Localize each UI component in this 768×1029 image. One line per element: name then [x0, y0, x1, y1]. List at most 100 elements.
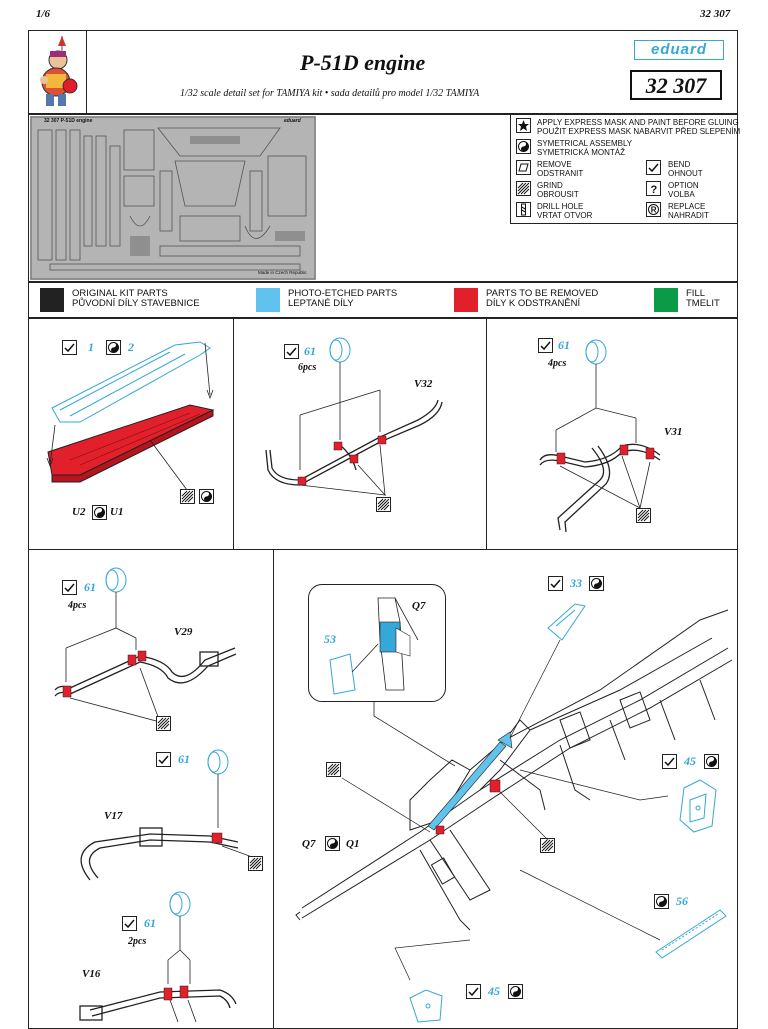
- step1-grind-icon: [180, 489, 195, 504]
- legend-remove-cz: ODSTRANIT: [537, 169, 584, 178]
- page-number: 1/6: [36, 8, 51, 20]
- legend-photo-etched-cz: LEPTANÉ DÍLY: [288, 298, 354, 309]
- step1-kit-u2: U2: [72, 506, 86, 518]
- step6-kit-v16: V16: [82, 968, 101, 980]
- step1-part-1: 1: [88, 340, 94, 354]
- option-icon: ?: [646, 181, 661, 196]
- step-left-column-frame: [28, 549, 274, 1029]
- swatch-fill: [654, 288, 678, 312]
- step-2-frame: [233, 318, 487, 550]
- legend-replace-cz: NAHRADIT: [668, 211, 709, 220]
- kit-number: 32 307: [630, 70, 722, 100]
- header-code: 32 307: [700, 8, 731, 20]
- step5-grind-icon: [248, 856, 263, 871]
- main-symmetry-icon-33: [589, 576, 604, 591]
- step5-part-61: 61: [178, 752, 190, 766]
- bend-icon: [646, 160, 661, 175]
- fret-made-in: Made in Czech Republic: [258, 270, 307, 275]
- step4-grind-icon: [156, 716, 171, 731]
- step2-kit-v32: V32: [414, 378, 433, 390]
- fret-brand: eduard: [284, 118, 301, 124]
- step1-symmetry-icon-c: [92, 505, 107, 520]
- legend-bend-en: BEND: [668, 160, 691, 169]
- title-frame: [28, 30, 738, 114]
- fret-top-label: 32 307 P-51D engine: [44, 118, 93, 124]
- fret-image: 32 307 P-51D engine eduard Made in Czech…: [30, 116, 316, 280]
- step1-kit-u1: U1: [110, 506, 124, 518]
- step1-symmetry-icon: [106, 340, 121, 355]
- main-part-45b: 45: [488, 984, 500, 998]
- legend-drill-cz: VRTAT OTVOR: [537, 211, 593, 220]
- svg-text:?: ?: [651, 184, 658, 195]
- step4-qty: 4pcs: [68, 600, 87, 611]
- legend-grind-en: GRIND: [537, 181, 563, 190]
- inset-part-53: 53: [324, 632, 336, 646]
- main-part-33: 33: [570, 576, 582, 590]
- main-bend-icon-45b: [466, 984, 481, 999]
- main-symmetry-icon-q: [325, 836, 340, 851]
- legend-replace-en: REPLACE: [668, 202, 706, 211]
- step6-qty: 2pcs: [128, 936, 147, 947]
- swatch-photo-etched: [256, 288, 280, 312]
- legend-drill-en: DRILL HOLE: [537, 202, 584, 211]
- step1-part-2: 2: [128, 340, 134, 354]
- legend-symmetry-en: SYMETRICAL ASSEMBLY: [537, 139, 633, 148]
- step6-bend-icon: [122, 916, 137, 931]
- step6-part-61: 61: [144, 916, 156, 930]
- legend-grind-cz: OBROUSIT: [537, 190, 579, 199]
- step3-bend-icon: [538, 338, 553, 353]
- page-title: P-51D engine: [300, 50, 426, 75]
- symbol-legend-box: [510, 114, 738, 224]
- step3-part-61: 61: [558, 338, 570, 352]
- main-grind-icon-a: [326, 762, 341, 777]
- legend-original-cz: PŮVODNÍ DÍLY STAVEBNICE: [72, 298, 200, 309]
- step4-bend-icon: [62, 580, 77, 595]
- main-bend-icon-33: [548, 576, 563, 591]
- legend-original-en: ORIGINAL KIT PARTS: [72, 288, 168, 299]
- step2-qty: 6pcs: [298, 362, 317, 373]
- main-symmetry-icon-56: [654, 894, 669, 909]
- step1-symmetry-icon-b: [199, 489, 214, 504]
- main-kit-q7: Q7: [302, 838, 316, 850]
- color-legend-frame: [28, 282, 738, 318]
- legend-option-en: OPTION: [668, 181, 699, 190]
- main-grind-icon-b: [540, 838, 555, 853]
- swatch-original: [40, 288, 64, 312]
- step2-bend-icon: [284, 344, 299, 359]
- step4-part-61: 61: [84, 580, 96, 594]
- main-symmetry-icon-45b: [508, 984, 523, 999]
- page-subtitle: 1/32 scale detail set for TAMIYA kit • s…: [180, 88, 480, 99]
- swatch-remove: [454, 288, 478, 312]
- title-divider: [86, 30, 87, 114]
- step3-qty: 4pcs: [548, 358, 567, 369]
- step1-bend-icon: [62, 340, 77, 355]
- legend-express-mask-en: APPLY EXPRESS MASK AND PAINT BEFORE GLUI…: [537, 118, 739, 127]
- brand-logo: eduard: [634, 40, 724, 60]
- step2-part-61: 61: [304, 344, 316, 358]
- legend-fill-cz: TMELIT: [686, 298, 720, 309]
- inset-kit-q7: Q7: [412, 600, 426, 612]
- symmetry-icon: [516, 139, 531, 154]
- drill-icon: [516, 202, 531, 217]
- legend-remove-parts-en: PARTS TO BE REMOVED: [486, 288, 599, 299]
- remove-icon: [516, 160, 531, 175]
- main-part-45a: 45: [684, 754, 696, 768]
- svg-text:R: R: [651, 206, 657, 215]
- step3-kit-v31: V31: [664, 426, 683, 438]
- main-bend-icon-45a: [662, 754, 677, 769]
- legend-option-cz: VOLBA: [668, 190, 695, 199]
- legend-fill-en: FILL: [686, 288, 706, 299]
- step4-kit-v29: V29: [174, 626, 193, 638]
- main-symmetry-icon-45a: [704, 754, 719, 769]
- legend-bend-cz: OHNOUT: [668, 169, 703, 178]
- replace-icon: R: [646, 202, 661, 217]
- step-3-frame: [486, 318, 738, 550]
- grind-icon: [516, 181, 531, 196]
- step5-bend-icon: [156, 752, 171, 767]
- step5-kit-v17: V17: [104, 810, 123, 822]
- step3-grind-icon: [636, 508, 651, 523]
- legend-remove-parts-cz: DÍLY K ODSTRANĚNÍ: [486, 298, 581, 309]
- legend-photo-etched-en: PHOTO-ETCHED PARTS: [288, 288, 398, 299]
- main-part-56: 56: [676, 894, 688, 908]
- main-kit-q1: Q1: [346, 838, 360, 850]
